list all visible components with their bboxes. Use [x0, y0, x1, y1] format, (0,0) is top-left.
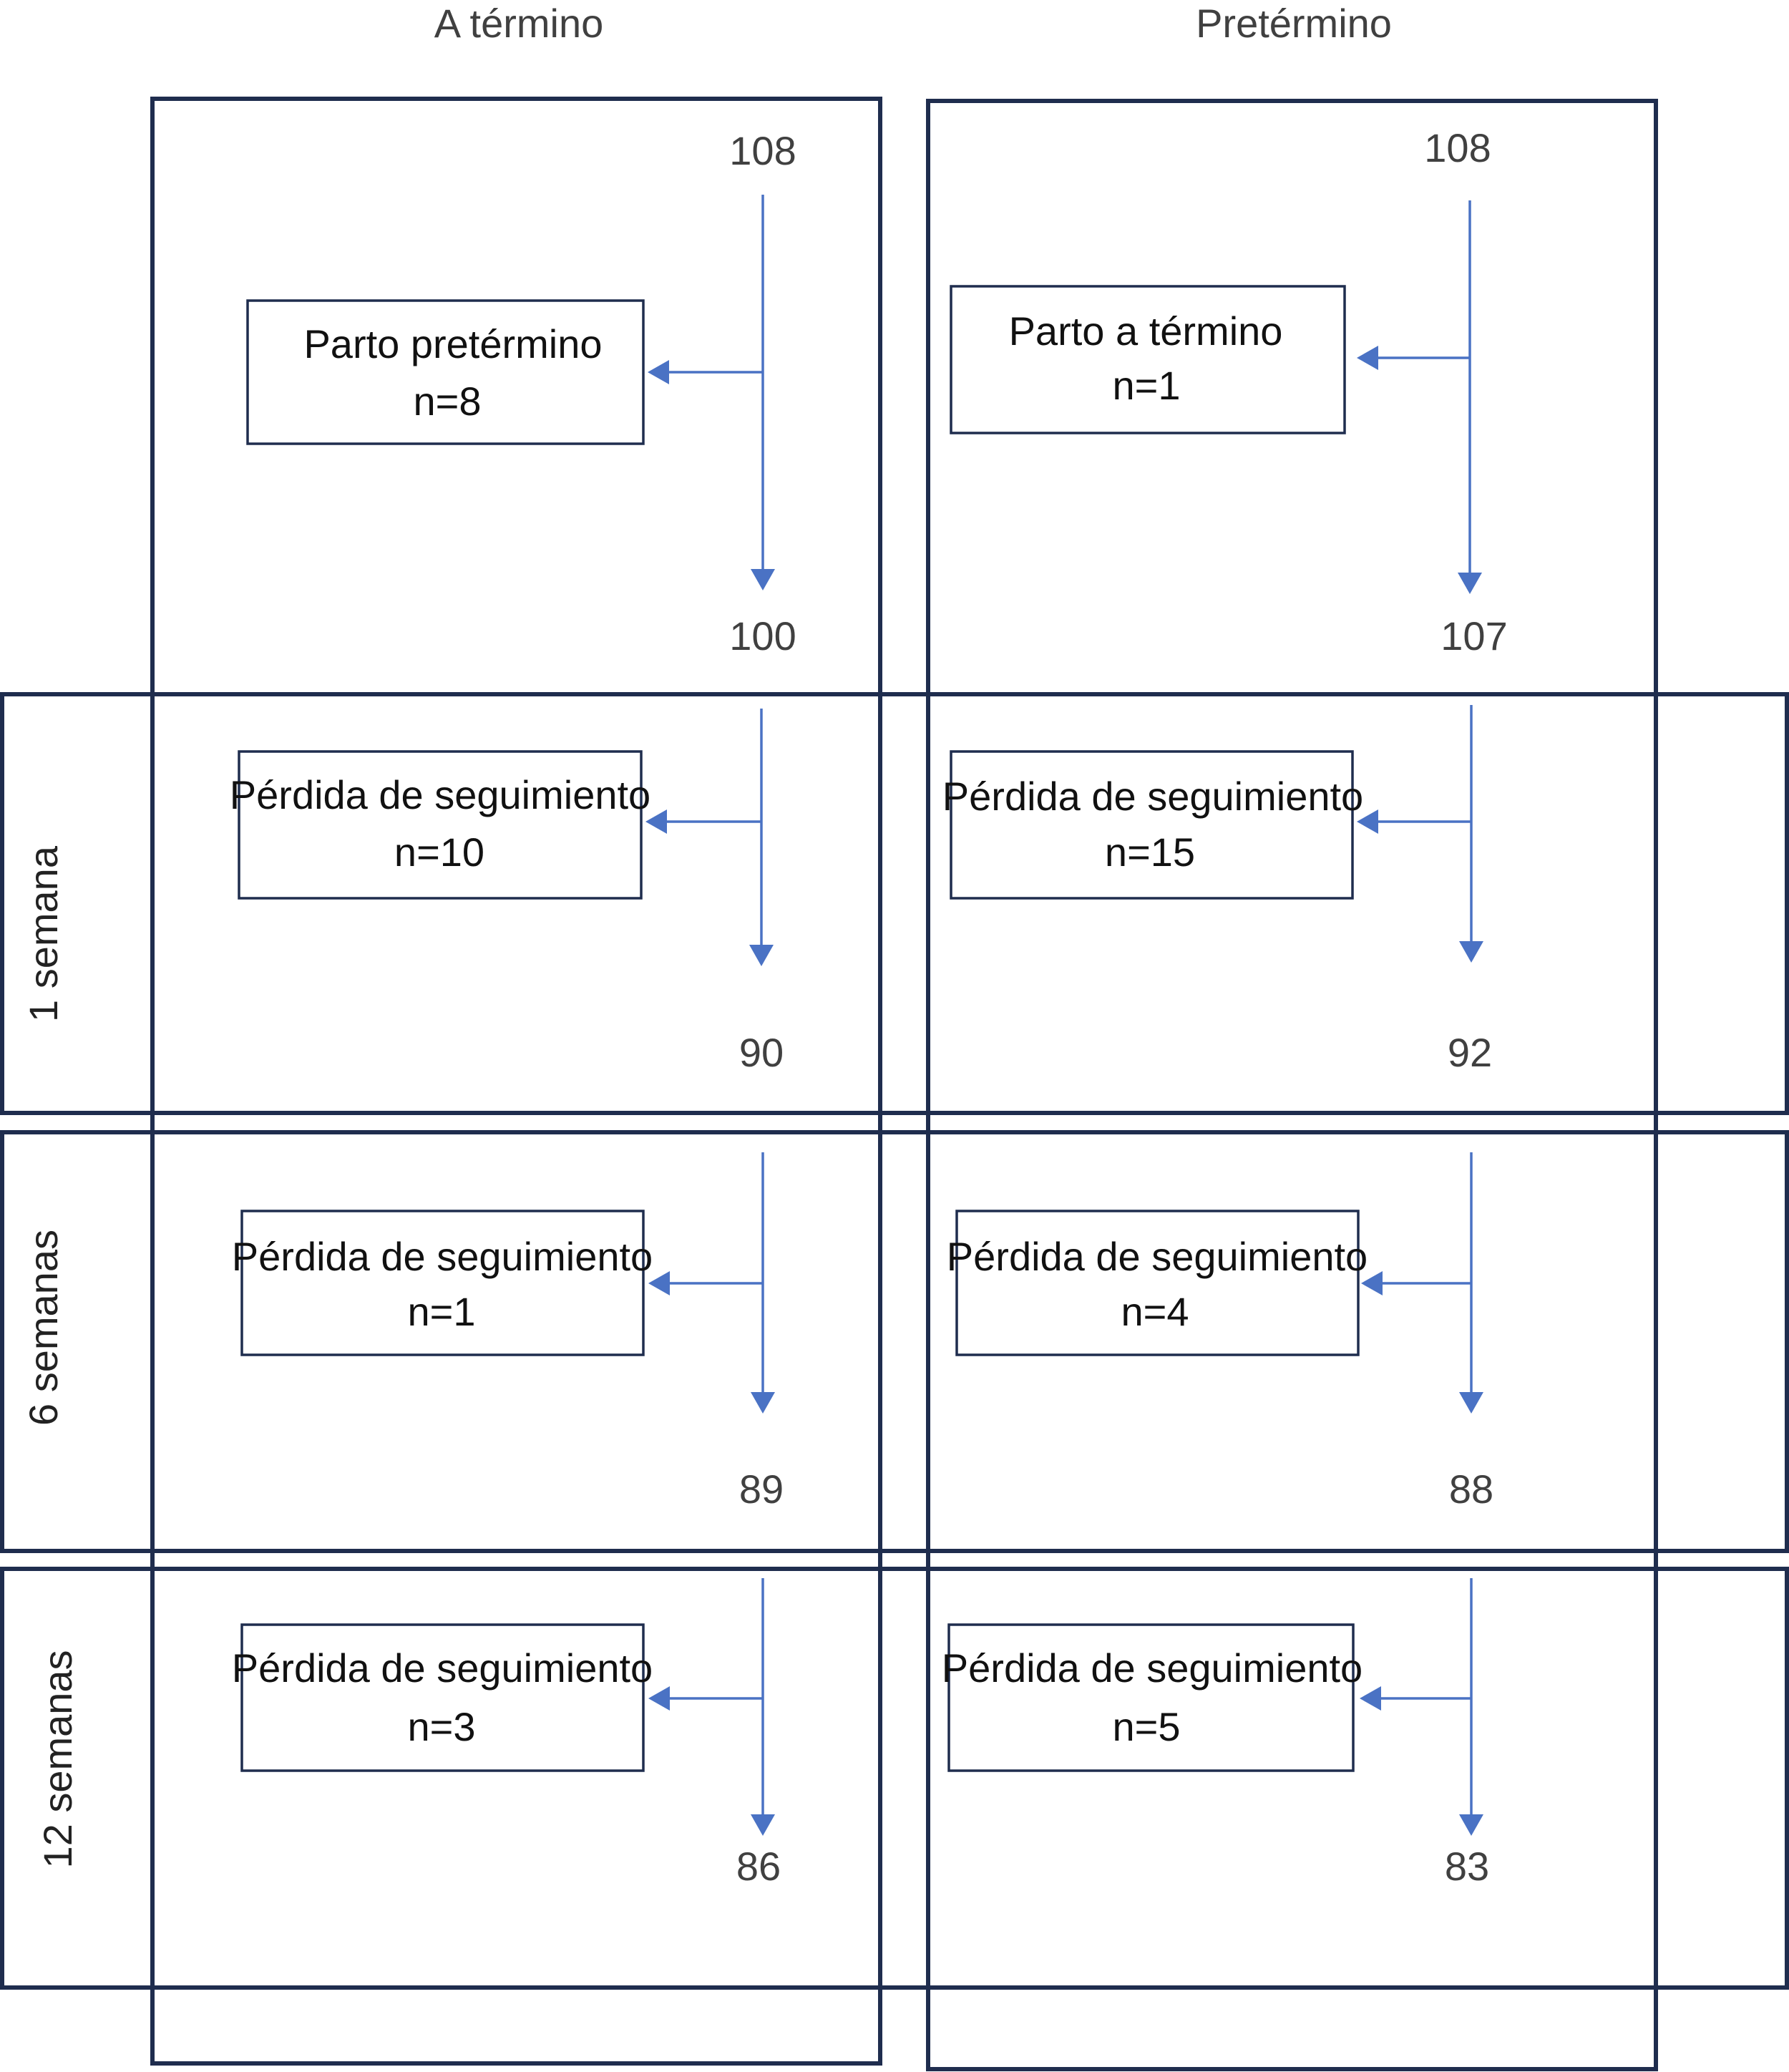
start-count-a-termino: 108 [729, 128, 796, 173]
remaining-count: 107 [1441, 613, 1507, 658]
exclusion-box-pretermino-parto [950, 285, 1346, 434]
exclusion-box-title: Parto a término [1009, 308, 1283, 354]
exclusion-arrow-head [648, 1271, 670, 1295]
remaining-count: 100 [729, 613, 796, 658]
exclusion-box-title: Pérdida de seguimiento [232, 1645, 653, 1691]
column-title-pretermino: Pretérmino [1196, 1, 1392, 46]
exclusion-box-count: n=1 [408, 1289, 476, 1334]
remaining-count: 83 [1445, 1844, 1489, 1889]
flow-arrow-head [751, 569, 775, 590]
exclusion-box-count: n=8 [414, 379, 482, 424]
row-frame-6-semanas [0, 1130, 1789, 1553]
exclusion-box-count: n=15 [1105, 830, 1195, 875]
exclusion-arrow-head [1357, 346, 1378, 370]
exclusion-box-a-termino-12-semanas [240, 1623, 645, 1772]
column-title-a-termino: A término [434, 1, 604, 46]
row-label-6-semanas: 6 semanas [21, 1230, 66, 1426]
exclusion-box-title: Pérdida de seguimiento [947, 1234, 1368, 1279]
column-frame-pretermino [926, 99, 1658, 2071]
remaining-count: 86 [736, 1844, 781, 1889]
start-count-pretermino: 108 [1424, 125, 1491, 170]
flow-arrow-head [1459, 1392, 1483, 1414]
remaining-count: 89 [739, 1467, 784, 1512]
flow-arrow-head [1459, 941, 1483, 963]
remaining-count: 90 [739, 1030, 784, 1075]
exclusion-box-title: Pérdida de seguimiento [942, 774, 1363, 819]
exclusion-box-title: Parto pretérmino [303, 321, 602, 366]
exclusion-box-pretermino-12-semanas [947, 1623, 1355, 1772]
exclusion-box-count: n=5 [1113, 1704, 1181, 1749]
exclusion-box-a-termino-6-semanas [240, 1210, 645, 1356]
exclusion-box-a-termino-parto [246, 299, 645, 445]
flow-arrow-head [749, 945, 774, 966]
exclusion-box-pretermino-6-semanas [955, 1210, 1360, 1356]
exclusion-arrow-head [1360, 1686, 1381, 1711]
exclusion-arrow-head [1361, 1271, 1383, 1295]
row-frame-1-semana [0, 692, 1789, 1115]
exclusion-box-title: Pérdida de seguimiento [230, 772, 650, 817]
flow-arrow-head [751, 1392, 775, 1414]
row-label-12-semanas: 12 semanas [35, 1650, 80, 1868]
flow-arrow-head [751, 1814, 775, 1836]
remaining-count: 92 [1448, 1030, 1492, 1075]
exclusion-arrow-head [648, 1686, 670, 1711]
exclusion-box-count: n=10 [394, 830, 484, 875]
exclusion-box-count: n=1 [1113, 363, 1181, 408]
exclusion-arrow-head [648, 360, 669, 384]
column-frame-a-termino [150, 97, 882, 2066]
flow-arrow-head [1458, 573, 1482, 594]
exclusion-box-title: Pérdida de seguimiento [942, 1645, 1363, 1691]
exclusion-box-count: n=4 [1121, 1289, 1189, 1334]
row-label-1-semana: 1 semana [21, 845, 66, 1022]
exclusion-box-pretermino-1-semana [950, 750, 1354, 900]
exclusion-box-a-termino-1-semana [238, 750, 643, 900]
exclusion-arrow-head [645, 809, 667, 834]
exclusion-box-title: Pérdida de seguimiento [232, 1234, 653, 1279]
flow-arrow-head [1459, 1814, 1483, 1836]
row-frame-12-semanas [0, 1567, 1789, 1990]
remaining-count: 88 [1449, 1467, 1493, 1512]
exclusion-box-count: n=3 [408, 1704, 476, 1749]
exclusion-arrow-head [1357, 809, 1378, 834]
